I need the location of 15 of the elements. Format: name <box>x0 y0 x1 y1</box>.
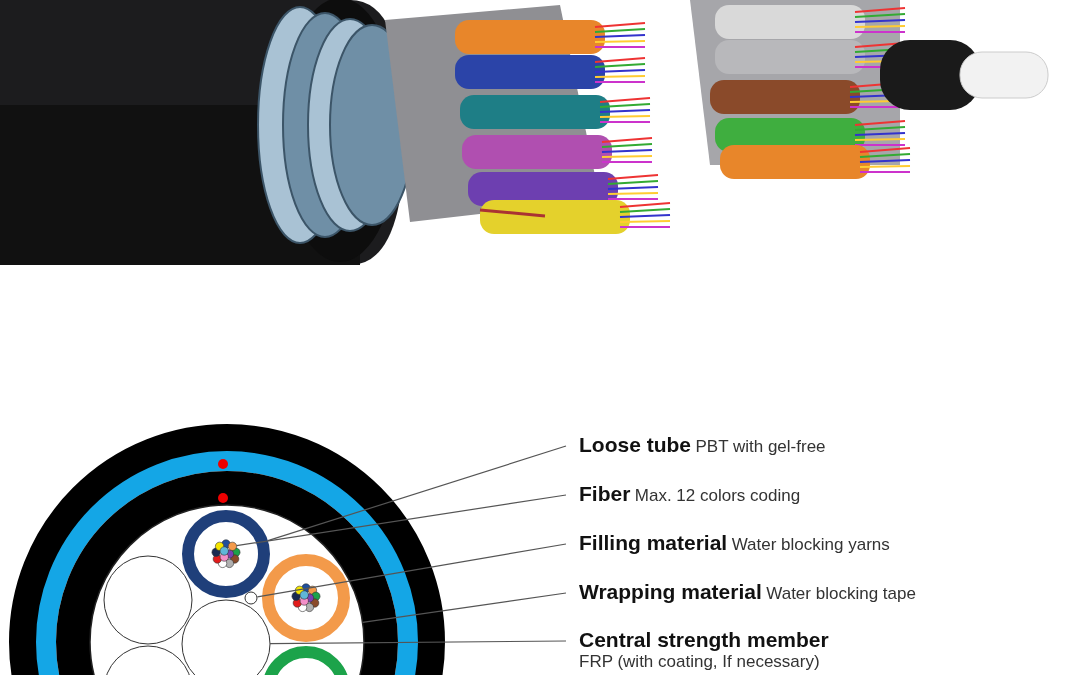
part-description: PBT with gel-free <box>695 437 826 456</box>
part-name: Filling material <box>579 531 728 554</box>
leader-line <box>362 592 567 623</box>
part-name: Fiber <box>579 482 631 505</box>
part-name: Central strength member <box>579 628 829 651</box>
leader-line <box>269 640 567 645</box>
part-description: Water blocking yarns <box>731 535 890 554</box>
part-description: Max. 12 colors coding <box>634 486 801 505</box>
leader-line <box>256 543 567 598</box>
part-name: Wrapping material <box>579 580 762 603</box>
part-description: FRP (with coating, If necessary) <box>579 652 821 672</box>
part-description: Water blocking tape <box>766 584 916 603</box>
leader-line <box>267 445 567 542</box>
part-name: Loose tube <box>579 433 691 456</box>
leader-line <box>236 494 567 547</box>
